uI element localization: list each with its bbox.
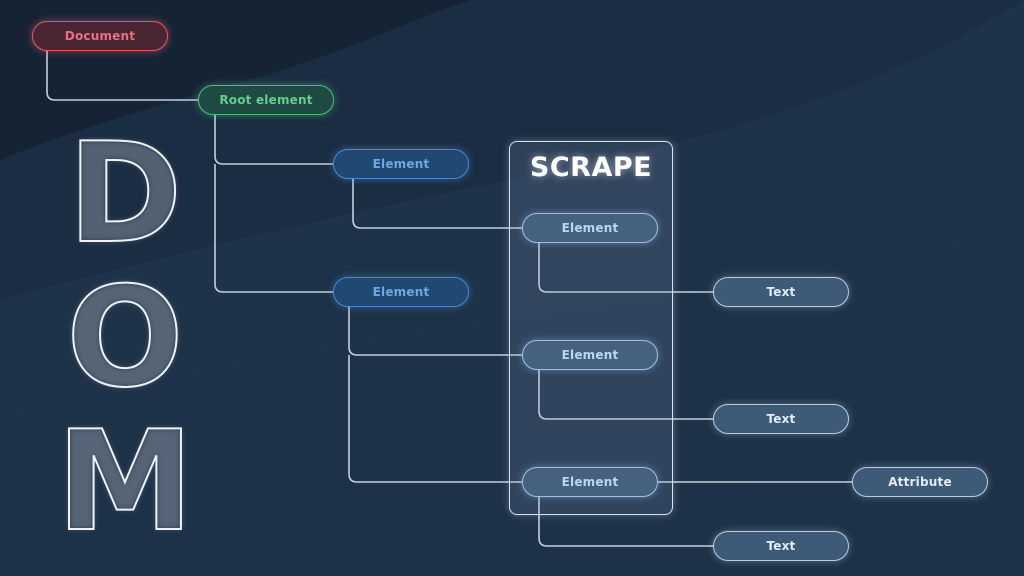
- link-root-element-2: [214, 164, 334, 293]
- scrape-region: SCRAPE: [509, 141, 673, 515]
- dom-letter-o: O: [65, 257, 184, 418]
- scraped-element-node-3[interactable]: Element: [522, 467, 658, 497]
- document-node[interactable]: Document: [32, 21, 168, 51]
- element-node-1[interactable]: Element: [333, 149, 469, 179]
- link-scrape-1-text-1: [538, 243, 714, 293]
- scrape-title: SCRAPE: [529, 152, 653, 183]
- dom-heading: D O M: [40, 113, 210, 562]
- root-element-node[interactable]: Root element: [198, 85, 334, 115]
- scraped-element-node-1[interactable]: Element: [522, 213, 658, 243]
- link-element-2-scrape-3: [348, 355, 523, 483]
- dom-letter-m: M: [55, 401, 194, 562]
- link-scrape-2-text-2: [538, 370, 714, 420]
- text-node-2[interactable]: Text: [713, 404, 849, 434]
- dom-letter-d: D: [67, 113, 184, 274]
- attribute-node[interactable]: Attribute: [852, 467, 988, 497]
- link-document-root: [46, 50, 199, 101]
- text-node-3[interactable]: Text: [713, 531, 849, 561]
- link-scrape-3-text-3: [538, 497, 714, 547]
- link-root-element-1: [214, 115, 334, 165]
- scraped-element-node-2[interactable]: Element: [522, 340, 658, 370]
- link-element-1-scrape-1: [352, 179, 523, 229]
- text-node-1[interactable]: Text: [713, 277, 849, 307]
- link-element-2-scrape-2: [348, 307, 523, 356]
- element-node-2[interactable]: Element: [333, 277, 469, 307]
